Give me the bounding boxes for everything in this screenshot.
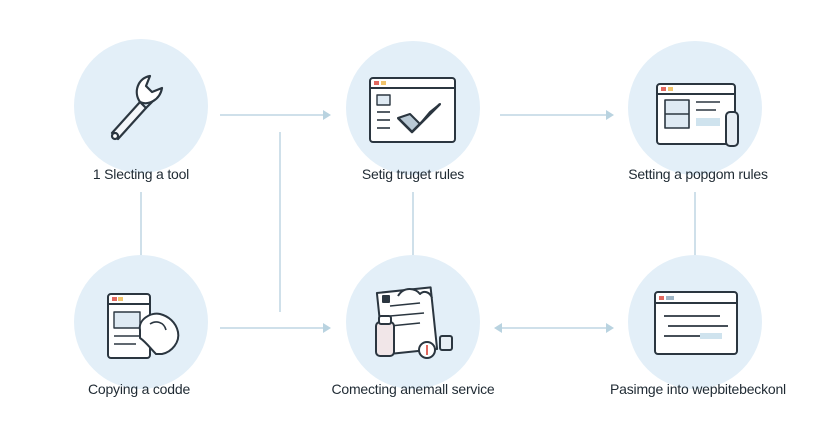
step-label-popup-rules: Setting a popgom rules	[628, 166, 768, 182]
browser-hand-icon	[107, 293, 180, 359]
step-label-trigger-rules: Setig truget rules	[361, 166, 465, 182]
email-documents-icon	[375, 286, 453, 359]
arrowhead-bottom-2	[606, 323, 614, 333]
browser-checkmark-icon	[369, 77, 456, 143]
step-label-copy-code: Copying a codde	[87, 381, 191, 397]
step-label-email-service: Comecting anemall service	[331, 381, 495, 397]
wrench-icon	[110, 74, 164, 141]
step-label-paste-website: Pasimge into wepbitebeckonl	[610, 381, 786, 397]
step-label-select-tool: 1 Slecting a tool	[92, 166, 190, 182]
connectors	[140, 114, 696, 329]
arrowhead-bottom-2-back	[494, 323, 502, 333]
arrowheads	[323, 110, 614, 333]
arrowhead-top-2	[606, 110, 614, 120]
browser-code-icon	[654, 291, 738, 355]
arrowhead-top-1	[323, 110, 331, 120]
arrowhead-bottom-1	[323, 323, 331, 333]
browser-panel-icon	[656, 83, 739, 147]
